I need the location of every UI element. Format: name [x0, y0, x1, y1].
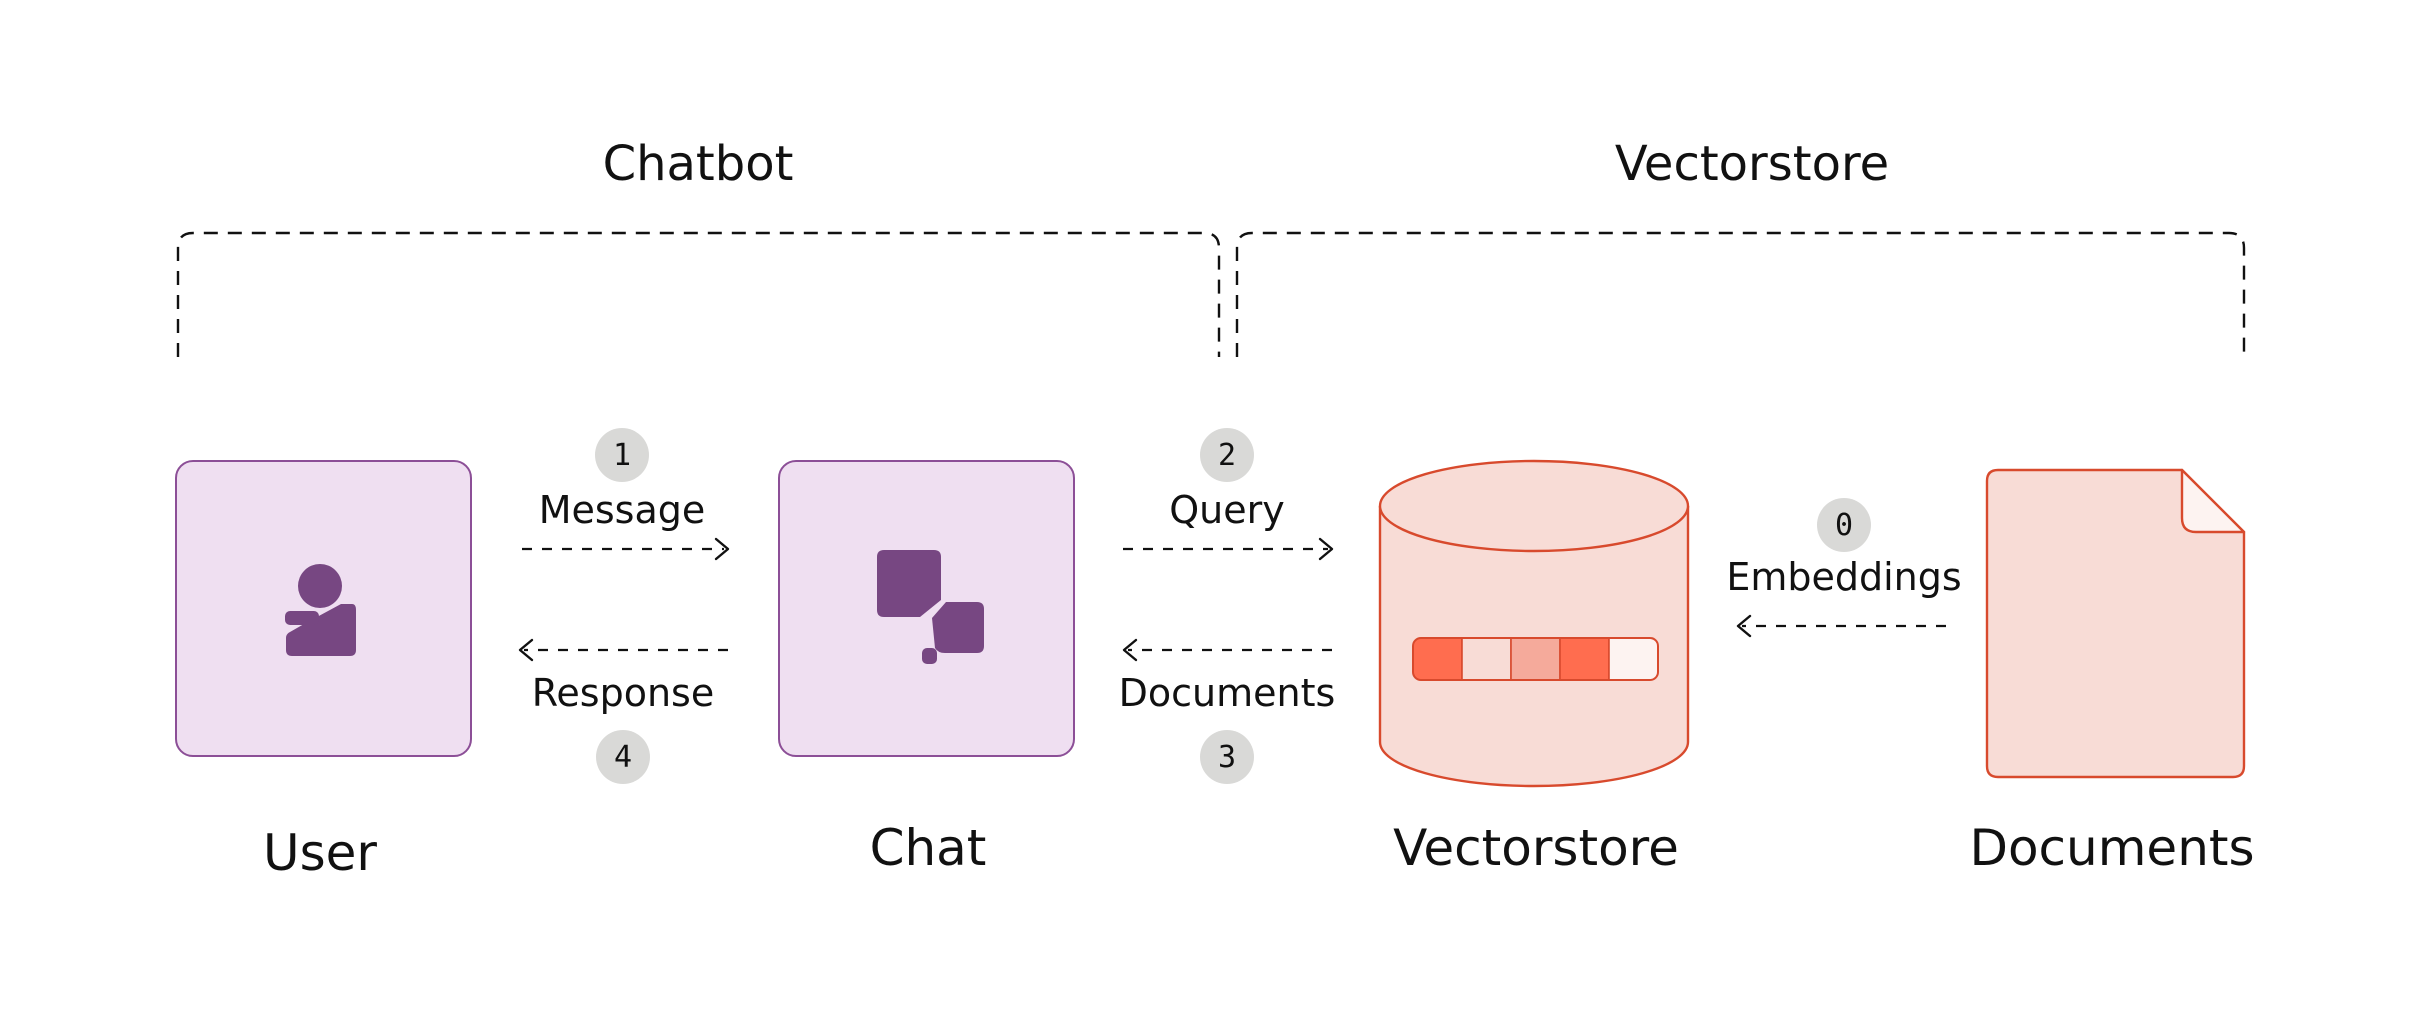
response-edge: Response 4 [518, 638, 728, 784]
step-badge [595, 428, 649, 482]
step-number: 0 [1835, 508, 1853, 543]
arrow-right-icon [1318, 537, 1334, 561]
documents-edge-label: Documents [1119, 671, 1336, 715]
embedding-cell [1559, 638, 1610, 680]
embeddings-edge: 0 Embeddings [1726, 498, 1962, 638]
embedding-bar-outline [1412, 637, 1659, 681]
step-badge [1200, 730, 1254, 784]
chat-label: Chat [870, 819, 987, 877]
document-corner-fold [2180, 468, 2246, 534]
vectorstore-group-title: Vectorstore [1615, 136, 1889, 192]
response-label: Response [532, 671, 715, 715]
database-cylinder-icon [1378, 459, 1690, 788]
message-label: Message [539, 488, 706, 532]
arrow-left-icon [518, 638, 534, 662]
embedding-cell [1413, 638, 1463, 680]
chat-bubbles-icon [877, 550, 984, 664]
chatbot-group-title: Chatbot [603, 136, 794, 192]
user-node[interactable]: User [175, 460, 472, 882]
step-number: 2 [1218, 438, 1236, 473]
document-page [1985, 468, 2246, 779]
documents-label: Documents [1969, 819, 2254, 877]
step-badge [1817, 498, 1871, 552]
message-edge: 1 Message [522, 428, 730, 561]
user-box [175, 460, 472, 757]
embedding-cell [1510, 638, 1561, 680]
arrow-left-icon [1736, 614, 1752, 638]
user-icon [285, 564, 356, 656]
embedding-vector-bar [1412, 637, 1659, 681]
user-label: User [263, 824, 377, 882]
vectorstore-label: Vectorstore [1393, 819, 1679, 877]
documents-node[interactable]: Documents [1969, 468, 2255, 877]
step-number: 1 [613, 438, 631, 473]
document-icon [1985, 468, 2246, 779]
embedding-cell [1608, 638, 1658, 680]
vectorstore-group-bracket [1235, 231, 2246, 357]
step-number: 4 [614, 740, 632, 775]
embeddings-label: Embeddings [1726, 555, 1961, 599]
query-label: Query [1169, 488, 1284, 532]
chatbot-group-bracket [176, 231, 1221, 357]
embedding-cell [1461, 638, 1512, 680]
vectorstore-node[interactable]: Vectorstore [1378, 459, 1690, 877]
cylinder-top [1378, 459, 1690, 553]
query-edge: 2 Query [1123, 428, 1334, 561]
chat-node[interactable]: Chat [778, 460, 1075, 877]
step-number: 3 [1218, 740, 1236, 775]
step-badge [596, 730, 650, 784]
documents-edge: Documents 3 [1119, 638, 1336, 784]
arrow-right-icon [714, 537, 730, 561]
arrow-left-icon [1122, 638, 1138, 662]
step-badge [1200, 428, 1254, 482]
